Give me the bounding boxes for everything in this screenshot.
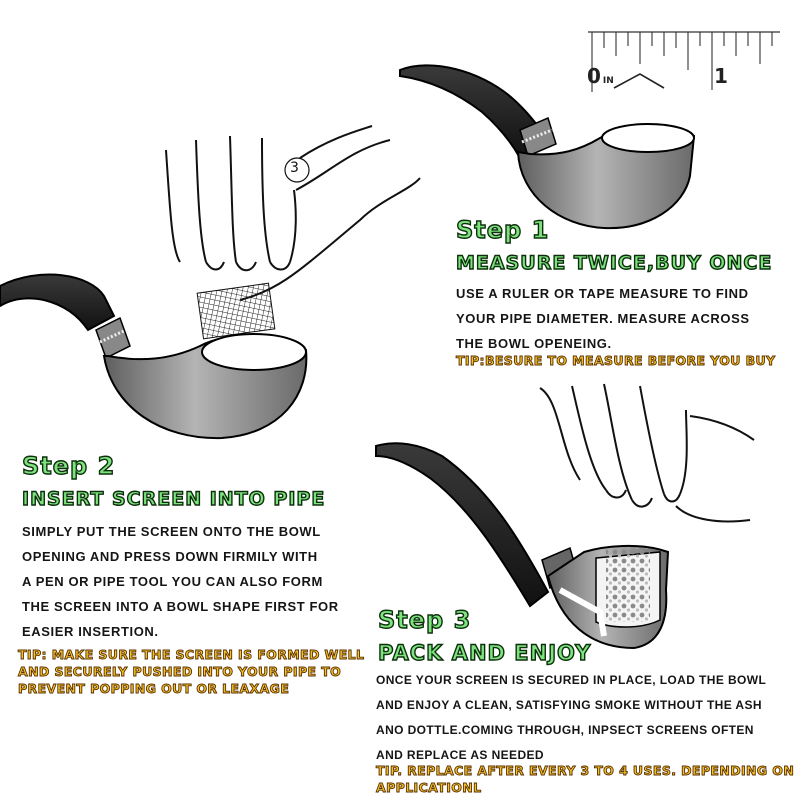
step3-subtitle: PACK AND ENJOY bbox=[377, 640, 592, 665]
step3-tip: TIP. REPLACE AFTER EVERY 3 TO 4 USES. DE… bbox=[376, 762, 795, 796]
step3-body-line: AND REPLACE AS NEEDED bbox=[376, 748, 544, 762]
pipe-step2-illustration bbox=[0, 273, 308, 440]
step2-tip-line: TIP: MAKE SURE THE SCREEN IS FORMED WELL bbox=[18, 647, 365, 663]
step2-title: Step 2 bbox=[21, 451, 116, 480]
pipe-step1-illustration bbox=[399, 64, 696, 230]
screen-mesh bbox=[196, 282, 276, 340]
step2-body: SIMPLY PUT THE SCREEN ONTO THE BOWL OPEN… bbox=[22, 519, 339, 644]
step3-body: ONCE YOUR SCREEN IS SECURED IN PLACE, LO… bbox=[376, 668, 766, 768]
step3-body-line: AND ENJOY A CLEAN, SATISFYING SMOKE WITH… bbox=[376, 698, 762, 712]
step3-title: Step 3 bbox=[377, 605, 472, 634]
step3-body-line: ONCE YOUR SCREEN IS SECURED IN PLACE, LO… bbox=[376, 673, 767, 687]
step1-tip: TIP:BESURE TO MEASURE BEFORE YOU BUY bbox=[456, 352, 776, 369]
ruler-illustration bbox=[588, 31, 780, 92]
step1-body: USE A RULER OR TAPE MEASURE TO FIND YOUR… bbox=[456, 281, 750, 356]
step2-body-line: A PEN OR PIPE TOOL YOU CAN ALSO FORM bbox=[22, 574, 323, 589]
step1-body-line: THE BOWL OPENEING. bbox=[456, 336, 612, 351]
hand-step2-illustration bbox=[165, 125, 421, 301]
step2-tip-line: PREVENT POPPING OUT OR LEAXAGE bbox=[18, 681, 290, 697]
step1-body-line: USE A RULER OR TAPE MEASURE TO FIND bbox=[456, 286, 749, 301]
step3-tip-line: APPLICATIONL bbox=[376, 780, 482, 796]
step3-body-line: ANO DOTTLE.COMING THROUGH, INPSECT SCREE… bbox=[376, 723, 754, 737]
pipe-step3-illustration bbox=[375, 442, 670, 650]
hand-step3-illustration bbox=[539, 383, 755, 523]
step2-body-line: EASIER INSERTION. bbox=[22, 624, 159, 639]
step1-subtitle: MEASURE TWICE,BUY ONCE bbox=[455, 251, 773, 274]
step2-body-line: OPENING AND PRESS DOWN FIRMILY WITH bbox=[22, 549, 318, 564]
step1-body-line: YOUR PIPE DIAMETER. MEASURE ACROSS bbox=[456, 311, 750, 326]
step2-subtitle: INSERT SCREEN INTO PIPE bbox=[21, 487, 326, 510]
ruler-label-end: 1 bbox=[714, 64, 728, 88]
step2-tip: TIP: MAKE SURE THE SCREEN IS FORMED WELL… bbox=[18, 646, 365, 697]
step2-tip-line: AND SECURELY PUSHED INTO YOUR PIPE TO bbox=[18, 664, 342, 680]
step1-tip-line: TIP:BESURE TO MEASURE BEFORE YOU BUY bbox=[456, 353, 776, 369]
step2-body-line: SIMPLY PUT THE SCREEN ONTO THE BOWL bbox=[22, 524, 321, 539]
step3-tip-line: TIP. REPLACE AFTER EVERY 3 TO 4 USES. DE… bbox=[376, 763, 795, 779]
step2-body-line: THE SCREEN INTO A BOWL SHAPE FIRST FOR bbox=[22, 599, 339, 614]
step1-title: Step 1 bbox=[455, 215, 550, 244]
badge-number: 3 bbox=[290, 160, 299, 176]
